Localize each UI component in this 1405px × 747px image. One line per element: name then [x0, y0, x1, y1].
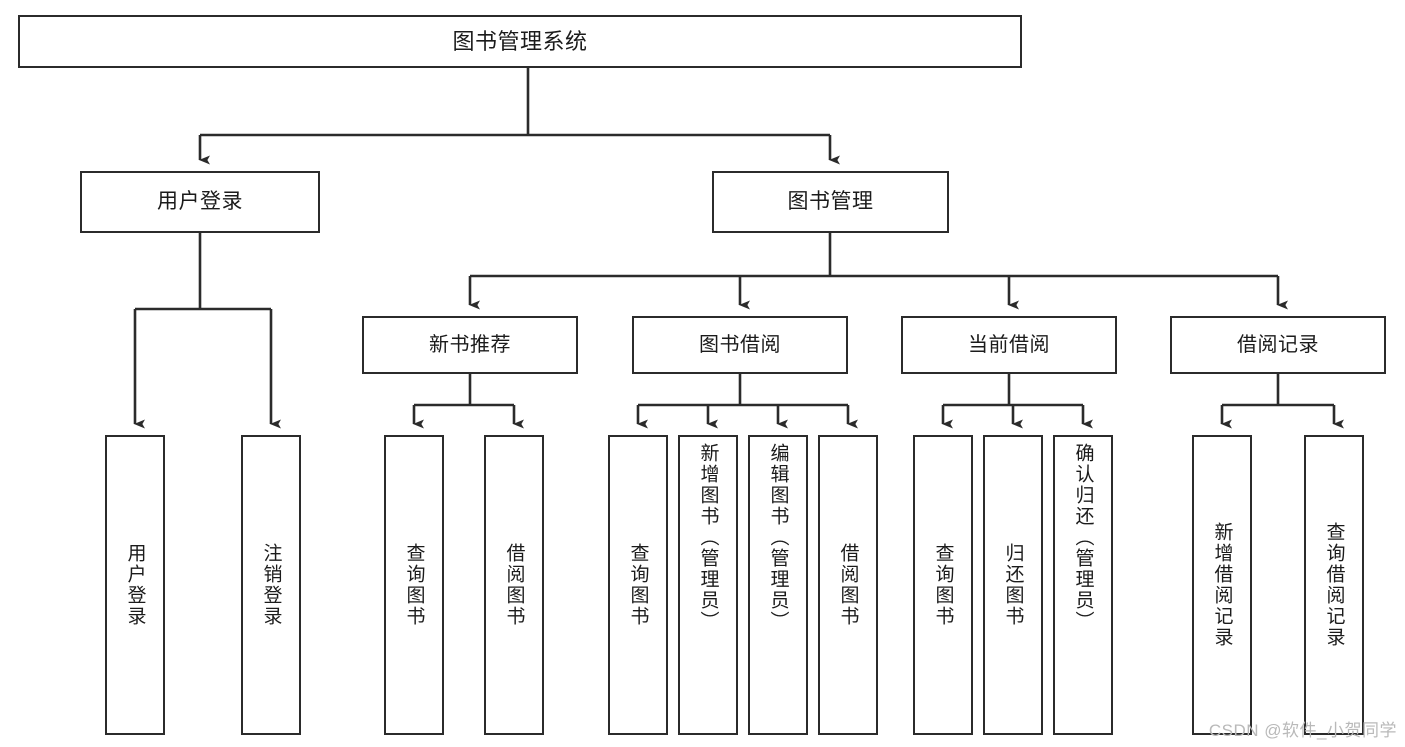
leaf-new-book-borrow[interactable]: 借阅图书 [484, 435, 544, 735]
node-book-management[interactable]: 图书管理 [712, 171, 949, 233]
leaf-text-wrap: 归还图书 [985, 437, 1041, 733]
leaf-book-borrow-edit-label: 编辑图书（管理员） [767, 443, 789, 632]
leaf-text-wrap: 查询借阅记录 [1306, 437, 1362, 733]
leaf-current-borrow-return-label: 归还图书 [1002, 543, 1024, 627]
leaf-text-wrap: 注销登录 [243, 437, 299, 733]
node-current-borrow-label: 当前借阅 [968, 333, 1050, 356]
leaf-text-wrap: 查询图书 [610, 437, 666, 733]
node-borrow-record[interactable]: 借阅记录 [1170, 316, 1386, 374]
node-new-book-recommend-label: 新书推荐 [429, 333, 511, 356]
leaf-text-wrap: 用户登录 [107, 437, 163, 733]
leaf-book-borrow-query[interactable]: 查询图书 [608, 435, 668, 735]
node-book-borrow[interactable]: 图书借阅 [632, 316, 848, 374]
node-user-login[interactable]: 用户登录 [80, 171, 320, 233]
leaf-current-borrow-confirm-return-label: 确认归还（管理员） [1072, 443, 1094, 632]
leaf-text-wrap: 查询图书 [386, 437, 442, 733]
leaf-text-wrap: 借阅图书 [486, 437, 542, 733]
leaf-text-wrap: 借阅图书 [820, 437, 876, 733]
leaf-book-borrow-edit[interactable]: 编辑图书（管理员） [748, 435, 808, 735]
node-user-login-label: 用户登录 [157, 189, 243, 213]
leaf-new-book-borrow-label: 借阅图书 [503, 543, 525, 627]
leaf-book-borrow-lend[interactable]: 借阅图书 [818, 435, 878, 735]
leaf-text-wrap: 编辑图书（管理员） [750, 437, 806, 733]
leaf-book-borrow-add-label: 新增图书（管理员） [697, 443, 719, 632]
node-new-book-recommend[interactable]: 新书推荐 [362, 316, 578, 374]
leaf-book-borrow-query-label: 查询图书 [627, 543, 649, 627]
node-current-borrow[interactable]: 当前借阅 [901, 316, 1117, 374]
node-root-system[interactable]: 图书管理系统 [18, 15, 1022, 68]
leaf-current-borrow-query-label: 查询图书 [932, 543, 954, 627]
leaf-book-borrow-add[interactable]: 新增图书（管理员） [678, 435, 738, 735]
leaf-text-wrap: 新增图书（管理员） [680, 437, 736, 733]
leaf-text-wrap: 查询图书 [915, 437, 971, 733]
node-book-borrow-label: 图书借阅 [699, 333, 781, 356]
leaf-text-wrap: 新增借阅记录 [1194, 437, 1250, 733]
csdn-watermark: CSDN @软件_小贺同学 [1208, 721, 1397, 740]
node-root-system-label: 图书管理系统 [452, 28, 588, 54]
leaf-user-login-signin-label: 用户登录 [124, 543, 146, 627]
leaf-current-borrow-confirm-return[interactable]: 确认归还（管理员） [1053, 435, 1113, 735]
leaf-book-borrow-lend-label: 借阅图书 [837, 543, 859, 627]
leaf-borrow-record-add-label: 新增借阅记录 [1211, 522, 1233, 648]
leaf-user-login-signin[interactable]: 用户登录 [105, 435, 165, 735]
leaf-borrow-record-add[interactable]: 新增借阅记录 [1192, 435, 1252, 735]
node-borrow-record-label: 借阅记录 [1237, 333, 1319, 356]
leaf-current-borrow-return[interactable]: 归还图书 [983, 435, 1043, 735]
leaf-text-wrap: 确认归还（管理员） [1055, 437, 1111, 733]
leaf-user-login-signout[interactable]: 注销登录 [241, 435, 301, 735]
leaf-new-book-query[interactable]: 查询图书 [384, 435, 444, 735]
leaf-new-book-query-label: 查询图书 [403, 543, 425, 627]
leaf-borrow-record-query-label: 查询借阅记录 [1323, 522, 1345, 648]
node-book-management-label: 图书管理 [787, 189, 874, 213]
leaf-current-borrow-query[interactable]: 查询图书 [913, 435, 973, 735]
leaf-borrow-record-query[interactable]: 查询借阅记录 [1304, 435, 1364, 735]
leaf-user-login-signout-label: 注销登录 [260, 543, 282, 627]
